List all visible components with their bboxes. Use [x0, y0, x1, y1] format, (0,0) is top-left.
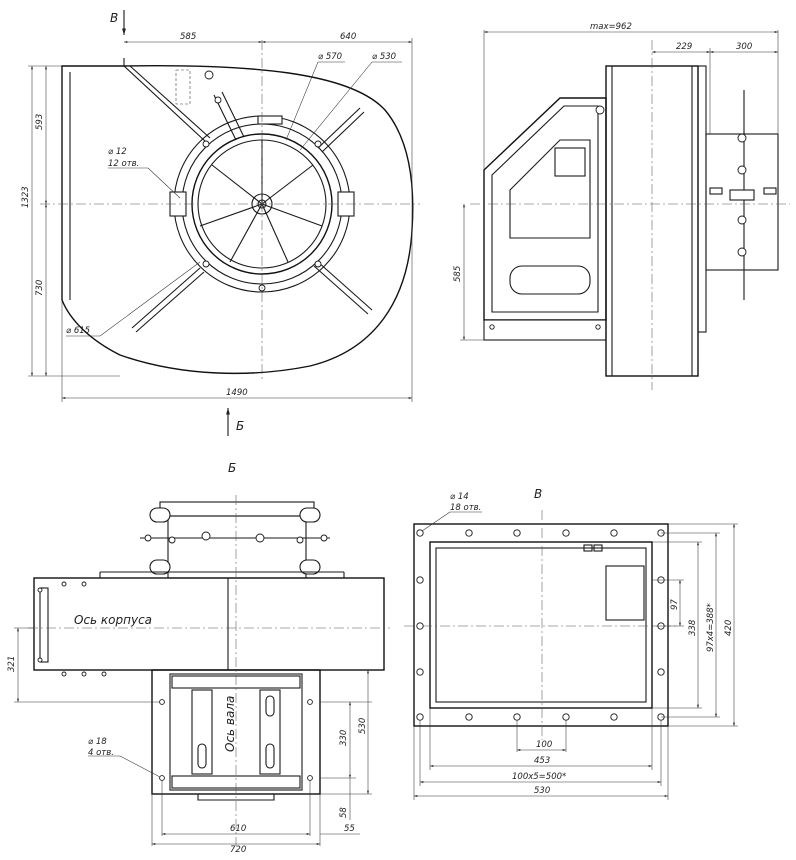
dim-720: 720 [230, 845, 246, 855]
front-view: В [21, 10, 420, 436]
flange-outer [413, 523, 669, 727]
flange-view: В [404, 487, 738, 800]
side-slot [509, 265, 591, 295]
lift-hole [204, 70, 214, 80]
base-beam-left [191, 689, 213, 775]
side-vane-actuators [709, 133, 777, 257]
dim-500: 100х5=500* [512, 772, 566, 782]
flange-holes-n: 18 отв. [450, 503, 481, 513]
strut-4 [317, 261, 373, 311]
leader-14 [421, 511, 451, 532]
side-housing-inner [491, 105, 599, 313]
flange-holes-d: ⌀ 14 [450, 492, 469, 502]
base-beam-right [259, 689, 281, 775]
mount-linkages [144, 531, 328, 544]
scroll-housing [61, 65, 414, 375]
front-holes-n: 12 отв. [108, 159, 139, 169]
bearing-block-top [257, 115, 283, 125]
dim-585: 585 [180, 32, 196, 42]
dim-229: 229 [676, 42, 692, 52]
impeller-blades [199, 140, 323, 263]
arrow-b-label: Б [236, 419, 244, 433]
bottom-holes-d: ⌀ 18 [88, 737, 107, 747]
bracket-hidden [175, 69, 191, 105]
mount-plate-top [159, 501, 315, 517]
bottom-flange [39, 587, 49, 663]
strut-1b [129, 65, 211, 139]
bottom-flange-holes [37, 581, 107, 677]
dim-max: max=962 [590, 22, 632, 32]
dim-610: 610 [230, 824, 246, 834]
dim-570: ⌀ 570 [318, 52, 342, 62]
side-window [554, 147, 586, 177]
dim-300: 300 [736, 42, 752, 52]
front-holes-d: ⌀ 12 [108, 147, 127, 157]
leader-615 [99, 261, 201, 337]
shaft-axis-label: Ось вала [223, 696, 237, 752]
dim-55: 55 [344, 824, 355, 834]
view-b-title: Б [228, 461, 236, 475]
flange-holes [416, 529, 665, 721]
dim-640: 640 [340, 32, 356, 42]
lug-hole [214, 96, 222, 104]
dim-58: 58 [339, 807, 349, 818]
housing-axis-label: Ось корпуса [74, 613, 152, 627]
bottom-view: Б Ось корпуса [7, 461, 390, 855]
flange-opening [429, 541, 653, 709]
strut-3b [135, 271, 205, 333]
flange-damper [605, 565, 645, 621]
dim-321: 321 [7, 656, 17, 672]
dim-530: ⌀ 530 [372, 52, 396, 62]
dim-97: 97 [670, 599, 680, 610]
dim-593: 593 [35, 114, 45, 130]
side-panel [509, 139, 591, 239]
dim-453: 453 [534, 756, 550, 766]
base-foot [197, 794, 275, 801]
side-view: max=962 229 300 585 [453, 22, 790, 390]
dim-615: ⌀ 615 [66, 326, 90, 336]
bottom-holes-n: 4 отв. [88, 748, 114, 758]
strut-4b [313, 265, 369, 315]
dim-100: 100 [536, 740, 552, 750]
dim-1323: 1323 [21, 186, 31, 208]
dim-420: 420 [724, 620, 734, 636]
strut-2 [317, 107, 361, 149]
mount-frame [167, 515, 307, 579]
dim-330: 330 [339, 730, 349, 746]
leader-530 [299, 61, 373, 151]
dim-730: 730 [35, 280, 45, 296]
strut-2b [321, 111, 365, 153]
dim-530b: 530 [358, 718, 368, 734]
arrow-v-label: В [110, 11, 118, 25]
side-flange-ring [697, 65, 707, 333]
dim-530f: 530 [534, 786, 550, 796]
side-base [483, 319, 607, 341]
dim-1490: 1490 [226, 388, 248, 398]
leader-18 [119, 755, 161, 778]
dim-side-585: 585 [453, 266, 463, 282]
flange-opening-inner [435, 547, 647, 703]
dim-338: 338 [688, 619, 698, 636]
side-lift-hole [595, 105, 605, 115]
view-v-title: В [534, 487, 542, 501]
leader-570 [285, 61, 319, 141]
strut-1 [123, 65, 207, 143]
side-housing [483, 97, 607, 321]
dim-388: 97х4=388* [706, 603, 716, 652]
strut-3 [131, 267, 201, 329]
leader-holes [147, 167, 181, 199]
